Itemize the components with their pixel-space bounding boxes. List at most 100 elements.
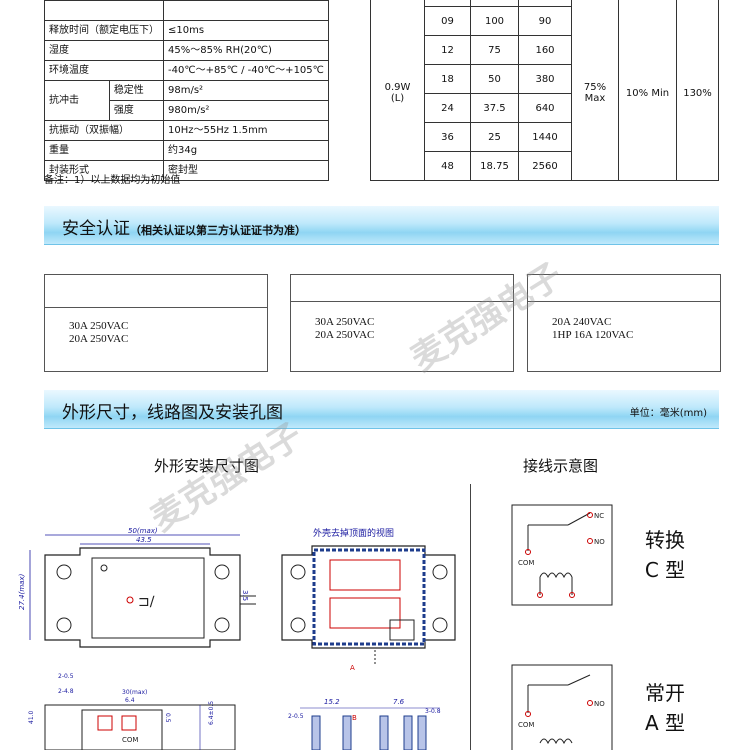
cert-text: 30A 250VAC 20A 250VAC [69, 320, 129, 345]
dim-2-4-8: 2-4.8 [58, 688, 74, 695]
wiring-caption: 接线示意图 [523, 457, 599, 475]
coil-current: 1440 [518, 122, 572, 152]
safety-banner: 安全认证（相关认证以第三方认证证书为准） [44, 206, 719, 245]
coil-resistance: 25 [470, 122, 519, 152]
com-label: COM [518, 559, 534, 567]
spec-label: 环境温度 [44, 60, 164, 81]
marker-a: A [350, 664, 355, 672]
spec-label [44, 0, 164, 21]
outline-caption: 外形安装尺寸图 [154, 457, 260, 475]
cert-text: 30A 250VAC 20A 250VAC [315, 316, 375, 341]
nc-label: NC [594, 512, 604, 520]
table-row: 抗振动（双振幅） 10Hz～55Hz 1.5mm [44, 120, 329, 141]
dim-15-2: 15.2 [324, 698, 340, 706]
coil-dropout: 10% Min [618, 6, 677, 181]
spec-value: ≤10ms [163, 20, 329, 41]
spec-value: 密封型 [163, 160, 329, 181]
dim-3-5: 3.5 [241, 590, 249, 601]
outline-drawing: 50(max) 43.5 27.4(max) ⊐∕ 3.5 2-0.5 2-4.… [18, 527, 456, 750]
spec-label-shock: 抗冲击 [44, 80, 110, 121]
spec-label: 封装形式 [44, 160, 164, 181]
table-row: 湿度 45%～85% RH(20℃) [44, 40, 329, 61]
coil-pickup: 75% Max [571, 6, 619, 181]
table-row: 环境温度 -40℃～+85℃ / -40℃～+105℃ [44, 60, 329, 81]
com-label: COM [518, 721, 534, 729]
dim-6-4: 6.4 [125, 697, 135, 704]
safety-title: 安全认证 [62, 219, 130, 239]
dim-41: 41.0 [28, 710, 35, 724]
table-row [44, 0, 329, 21]
spec-sublabel: 稳定性 [108, 80, 165, 101]
spec-label: 重量 [44, 140, 164, 161]
spec-label: 抗振动（双振幅） [44, 120, 164, 141]
table-row: 12 75 160 [371, 35, 719, 65]
safety-subtitle: （相关认证以第三方认证证书为准） [130, 224, 306, 237]
coil-resistance: 75 [470, 35, 519, 65]
spec-value: -40℃～+85℃ / -40℃～+105℃ [163, 60, 329, 81]
cert-box: 30A 250VAC 20A 250VAC [44, 274, 268, 372]
coil-power: 0.9W (L) [370, 6, 425, 181]
dim-50: 50(max) [128, 527, 158, 535]
coil-voltage: 48 [424, 151, 471, 181]
type-c-label: 转换 C 型 [644, 528, 686, 582]
svg-text:6.4±0.5: 6.4±0.5 [208, 701, 215, 725]
dimensions-banner: 外形尺寸，线路图及安装孔图 单位：毫米(mm) [44, 390, 719, 429]
cert-logo-area [528, 275, 720, 302]
table-row: 24 37.5 640 [371, 93, 719, 123]
dim-2-0-5: 2-0.5 [58, 673, 74, 680]
spec-value: 98m/s² [163, 80, 329, 101]
svg-text:2-0.5: 2-0.5 [288, 713, 304, 720]
spec-value: 45%～85% RH(20℃) [163, 40, 329, 61]
table-row: 36 25 1440 [371, 122, 719, 152]
spec-value [163, 0, 329, 21]
relay-symbol: ⊐∕ [138, 594, 155, 610]
no-label: NO [594, 538, 605, 546]
dim-30max: 30(max) [122, 689, 147, 696]
table-row: 释放时间（额定电压下） ≤10ms [44, 20, 329, 41]
coil-resistance: 37.5 [470, 93, 519, 123]
marker-b: B [352, 714, 357, 722]
coil-voltage: 12 [424, 35, 471, 65]
table-row: 封装形式 密封型 [44, 160, 329, 181]
no-label: NO [594, 700, 605, 708]
divider [470, 484, 471, 750]
dimensions-title: 外形尺寸，线路图及安装孔图 [62, 403, 283, 423]
cert-box: 30A 250VAC 20A 250VAC [290, 274, 514, 372]
cert-box: 20A 240VAC 1HP 16A 120VAC [527, 274, 721, 372]
table-row: 0.9W (L) 09 100 90 75% Max 10% Min 130% [370, 6, 719, 181]
coil-current: 160 [518, 35, 572, 65]
coil-resistance: 50 [470, 64, 519, 94]
coil-voltage: 09 [424, 6, 471, 36]
com-label: COM [122, 736, 138, 744]
dim-3-0-8: 3-0.8 [425, 708, 441, 715]
spec-label: 湿度 [44, 40, 164, 61]
dim-43-5: 43.5 [136, 536, 152, 544]
cert-text: 20A 240VAC 1HP 16A 120VAC [552, 316, 634, 341]
cert-logo-area [291, 275, 513, 302]
coil-voltage: 18 [424, 64, 471, 94]
table-row: 强度 980m/s² [45, 100, 329, 121]
coil-voltage: 36 [424, 122, 471, 152]
cert-logo-area [45, 275, 267, 308]
table-row: 48 18.75 2560 [371, 151, 719, 181]
unit-label: 单位：毫米(mm) [629, 408, 707, 419]
coil-current: 640 [518, 93, 572, 123]
coil-voltage: 24 [424, 93, 471, 123]
coil-resistance: 100 [470, 6, 519, 36]
spec-sublabel: 强度 [108, 100, 165, 121]
top-view-caption: 外壳去掉顶面的视图 [313, 527, 394, 539]
wiring-drawing: NC NO COM NO COM [511, 504, 613, 750]
table-row: 抗冲击 稳定性 98m/s² [44, 80, 329, 121]
spec-label: 释放时间（额定电压下） [44, 20, 164, 41]
dim-7-6: 7.6 [393, 698, 405, 706]
coil-current: 380 [518, 64, 572, 94]
coil-current: 2560 [518, 151, 572, 181]
spec-value: 10Hz～55Hz 1.5mm [163, 120, 329, 141]
coil-max-voltage: 130% [676, 6, 719, 181]
type-a-label: 常开 A 型 [644, 681, 686, 735]
table-row: 重量 约34g [44, 140, 329, 161]
dim-27-4: 27.4(max) [18, 573, 26, 610]
spec-table: 释放时间（额定电压下） ≤10ms 湿度 45%～85% RH(20℃) 环境温… [44, 0, 329, 181]
spec-note: 备注：1）以上数据均为初始值 [44, 175, 181, 186]
coil-current: 90 [518, 6, 572, 36]
